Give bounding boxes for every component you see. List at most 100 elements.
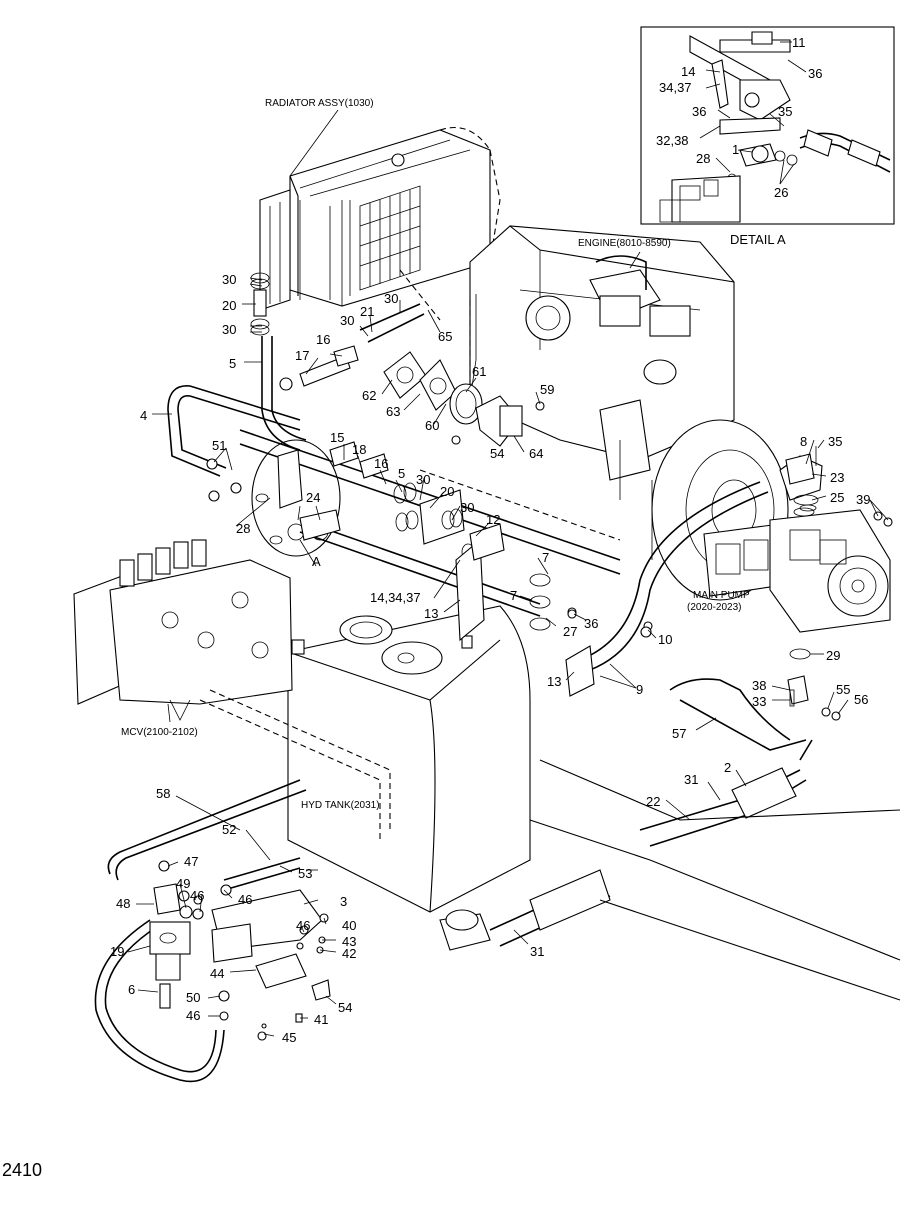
captions: RADIATOR ASSY(1030) ENGINE(8010-8590) MA… bbox=[2, 98, 786, 1180]
callout-32-38: 32,38 bbox=[656, 133, 689, 148]
hose-routing bbox=[94, 269, 901, 1083]
callout-62: 62 bbox=[362, 388, 376, 403]
leader-lines bbox=[127, 109, 889, 1037]
callout-14-34-37: 14,34,37 bbox=[370, 590, 421, 605]
callout-36: 36 bbox=[692, 104, 706, 119]
page-number: 2410 bbox=[2, 1160, 42, 1180]
callout-31: 31 bbox=[684, 772, 698, 787]
callout-26: 26 bbox=[774, 185, 788, 200]
callout-49: 49 bbox=[176, 876, 190, 891]
callout-60: 60 bbox=[425, 418, 439, 433]
callout-57: 57 bbox=[672, 726, 686, 741]
caption-main-pump-line1: MAIN PUMP bbox=[693, 590, 750, 601]
callout-30: 30 bbox=[460, 500, 474, 515]
callout-45: 45 bbox=[282, 1030, 296, 1045]
callout-46: 46 bbox=[296, 918, 310, 933]
callout-19: 19 bbox=[110, 944, 124, 959]
callout-59: 59 bbox=[540, 382, 554, 397]
callout-17: 17 bbox=[295, 348, 309, 363]
callout-6: 6 bbox=[128, 982, 135, 997]
callout-7: 7 bbox=[510, 588, 517, 603]
callout-54: 54 bbox=[490, 446, 504, 461]
radiator-core-grid bbox=[359, 185, 421, 291]
callout-48: 48 bbox=[116, 896, 130, 911]
callout-30: 30 bbox=[416, 472, 430, 487]
callout-1: 1 bbox=[732, 142, 739, 157]
caption-detail-a: DETAIL A bbox=[730, 232, 786, 247]
callout-5: 5 bbox=[398, 466, 405, 481]
callout-7: 7 bbox=[542, 550, 549, 565]
callout-41: 41 bbox=[314, 1012, 328, 1027]
callout-54: 54 bbox=[338, 1000, 352, 1015]
callout-36: 36 bbox=[584, 616, 598, 631]
callout-61: 61 bbox=[472, 364, 486, 379]
caption-section-a: A bbox=[312, 554, 321, 569]
callout-28: 28 bbox=[236, 521, 250, 536]
callout-9: 9 bbox=[636, 682, 643, 697]
callout-2: 2 bbox=[724, 760, 731, 775]
callout-20: 20 bbox=[440, 484, 454, 499]
callout-64: 64 bbox=[529, 446, 543, 461]
caption-main-pump-line2: (2020-2023) bbox=[687, 602, 741, 613]
mcv-spools bbox=[119, 539, 207, 587]
callout-56: 56 bbox=[854, 692, 868, 707]
callout-30: 30 bbox=[384, 291, 398, 306]
callout-30: 30 bbox=[222, 322, 236, 337]
callout-43: 43 bbox=[342, 934, 356, 949]
fittings bbox=[149, 272, 893, 1041]
callout-50: 50 bbox=[186, 990, 200, 1005]
callout-36: 36 bbox=[808, 66, 822, 81]
callout-4: 4 bbox=[140, 408, 147, 423]
callout-13: 13 bbox=[424, 606, 438, 621]
callout-34-37: 34,37 bbox=[659, 80, 692, 95]
callout-16: 16 bbox=[374, 456, 388, 471]
main-control-valve bbox=[73, 539, 293, 721]
callout-28: 28 bbox=[696, 151, 710, 166]
callout-20: 20 bbox=[222, 298, 236, 313]
callout-35: 35 bbox=[828, 434, 842, 449]
caption-engine: ENGINE(8010-8590) bbox=[578, 238, 671, 249]
caption-radiator: RADIATOR ASSY(1030) bbox=[265, 98, 374, 109]
callout-27: 27 bbox=[563, 624, 577, 639]
callout-46: 46 bbox=[190, 888, 204, 903]
callout-22: 22 bbox=[646, 794, 660, 809]
caption-mcv: MCV(2100-2102) bbox=[121, 727, 198, 738]
hydraulic-tank bbox=[287, 605, 531, 913]
callout-52: 52 bbox=[222, 822, 236, 837]
callout-30: 30 bbox=[340, 313, 354, 328]
callout-16: 16 bbox=[316, 332, 330, 347]
callout-33: 33 bbox=[752, 694, 766, 709]
callout-39: 39 bbox=[856, 492, 870, 507]
callout-18: 18 bbox=[352, 442, 366, 457]
callout-38: 38 bbox=[752, 678, 766, 693]
callout-63: 63 bbox=[386, 404, 400, 419]
callout-14: 14 bbox=[681, 64, 695, 79]
callout-13: 13 bbox=[547, 674, 561, 689]
callout-31: 31 bbox=[530, 944, 544, 959]
callout-15: 15 bbox=[330, 430, 344, 445]
callout-46: 46 bbox=[186, 1008, 200, 1023]
callout-25: 25 bbox=[830, 490, 844, 505]
callout-55: 55 bbox=[836, 682, 850, 697]
callout-65: 65 bbox=[438, 329, 452, 344]
detail-a-panel bbox=[640, 26, 895, 225]
caption-hyd-tank: HYD TANK(2031) bbox=[301, 800, 380, 811]
callout-numbers: 11 14 36 34,37 36 35 32,38 1 28 26 30 20… bbox=[110, 35, 870, 1045]
engine-block bbox=[469, 225, 735, 500]
callout-53: 53 bbox=[298, 866, 312, 881]
callout-21: 21 bbox=[360, 304, 374, 319]
callout-30: 30 bbox=[222, 272, 236, 287]
callout-23: 23 bbox=[830, 470, 844, 485]
callout-12: 12 bbox=[486, 512, 500, 527]
callout-29: 29 bbox=[826, 648, 840, 663]
callout-40: 40 bbox=[342, 918, 356, 933]
callout-11: 11 bbox=[792, 35, 806, 50]
callout-47: 47 bbox=[184, 854, 198, 869]
callout-51: 51 bbox=[212, 438, 226, 453]
callout-24: 24 bbox=[306, 490, 320, 505]
callout-42: 42 bbox=[342, 946, 356, 961]
callout-44: 44 bbox=[210, 966, 224, 981]
callout-46: 46 bbox=[238, 892, 252, 907]
